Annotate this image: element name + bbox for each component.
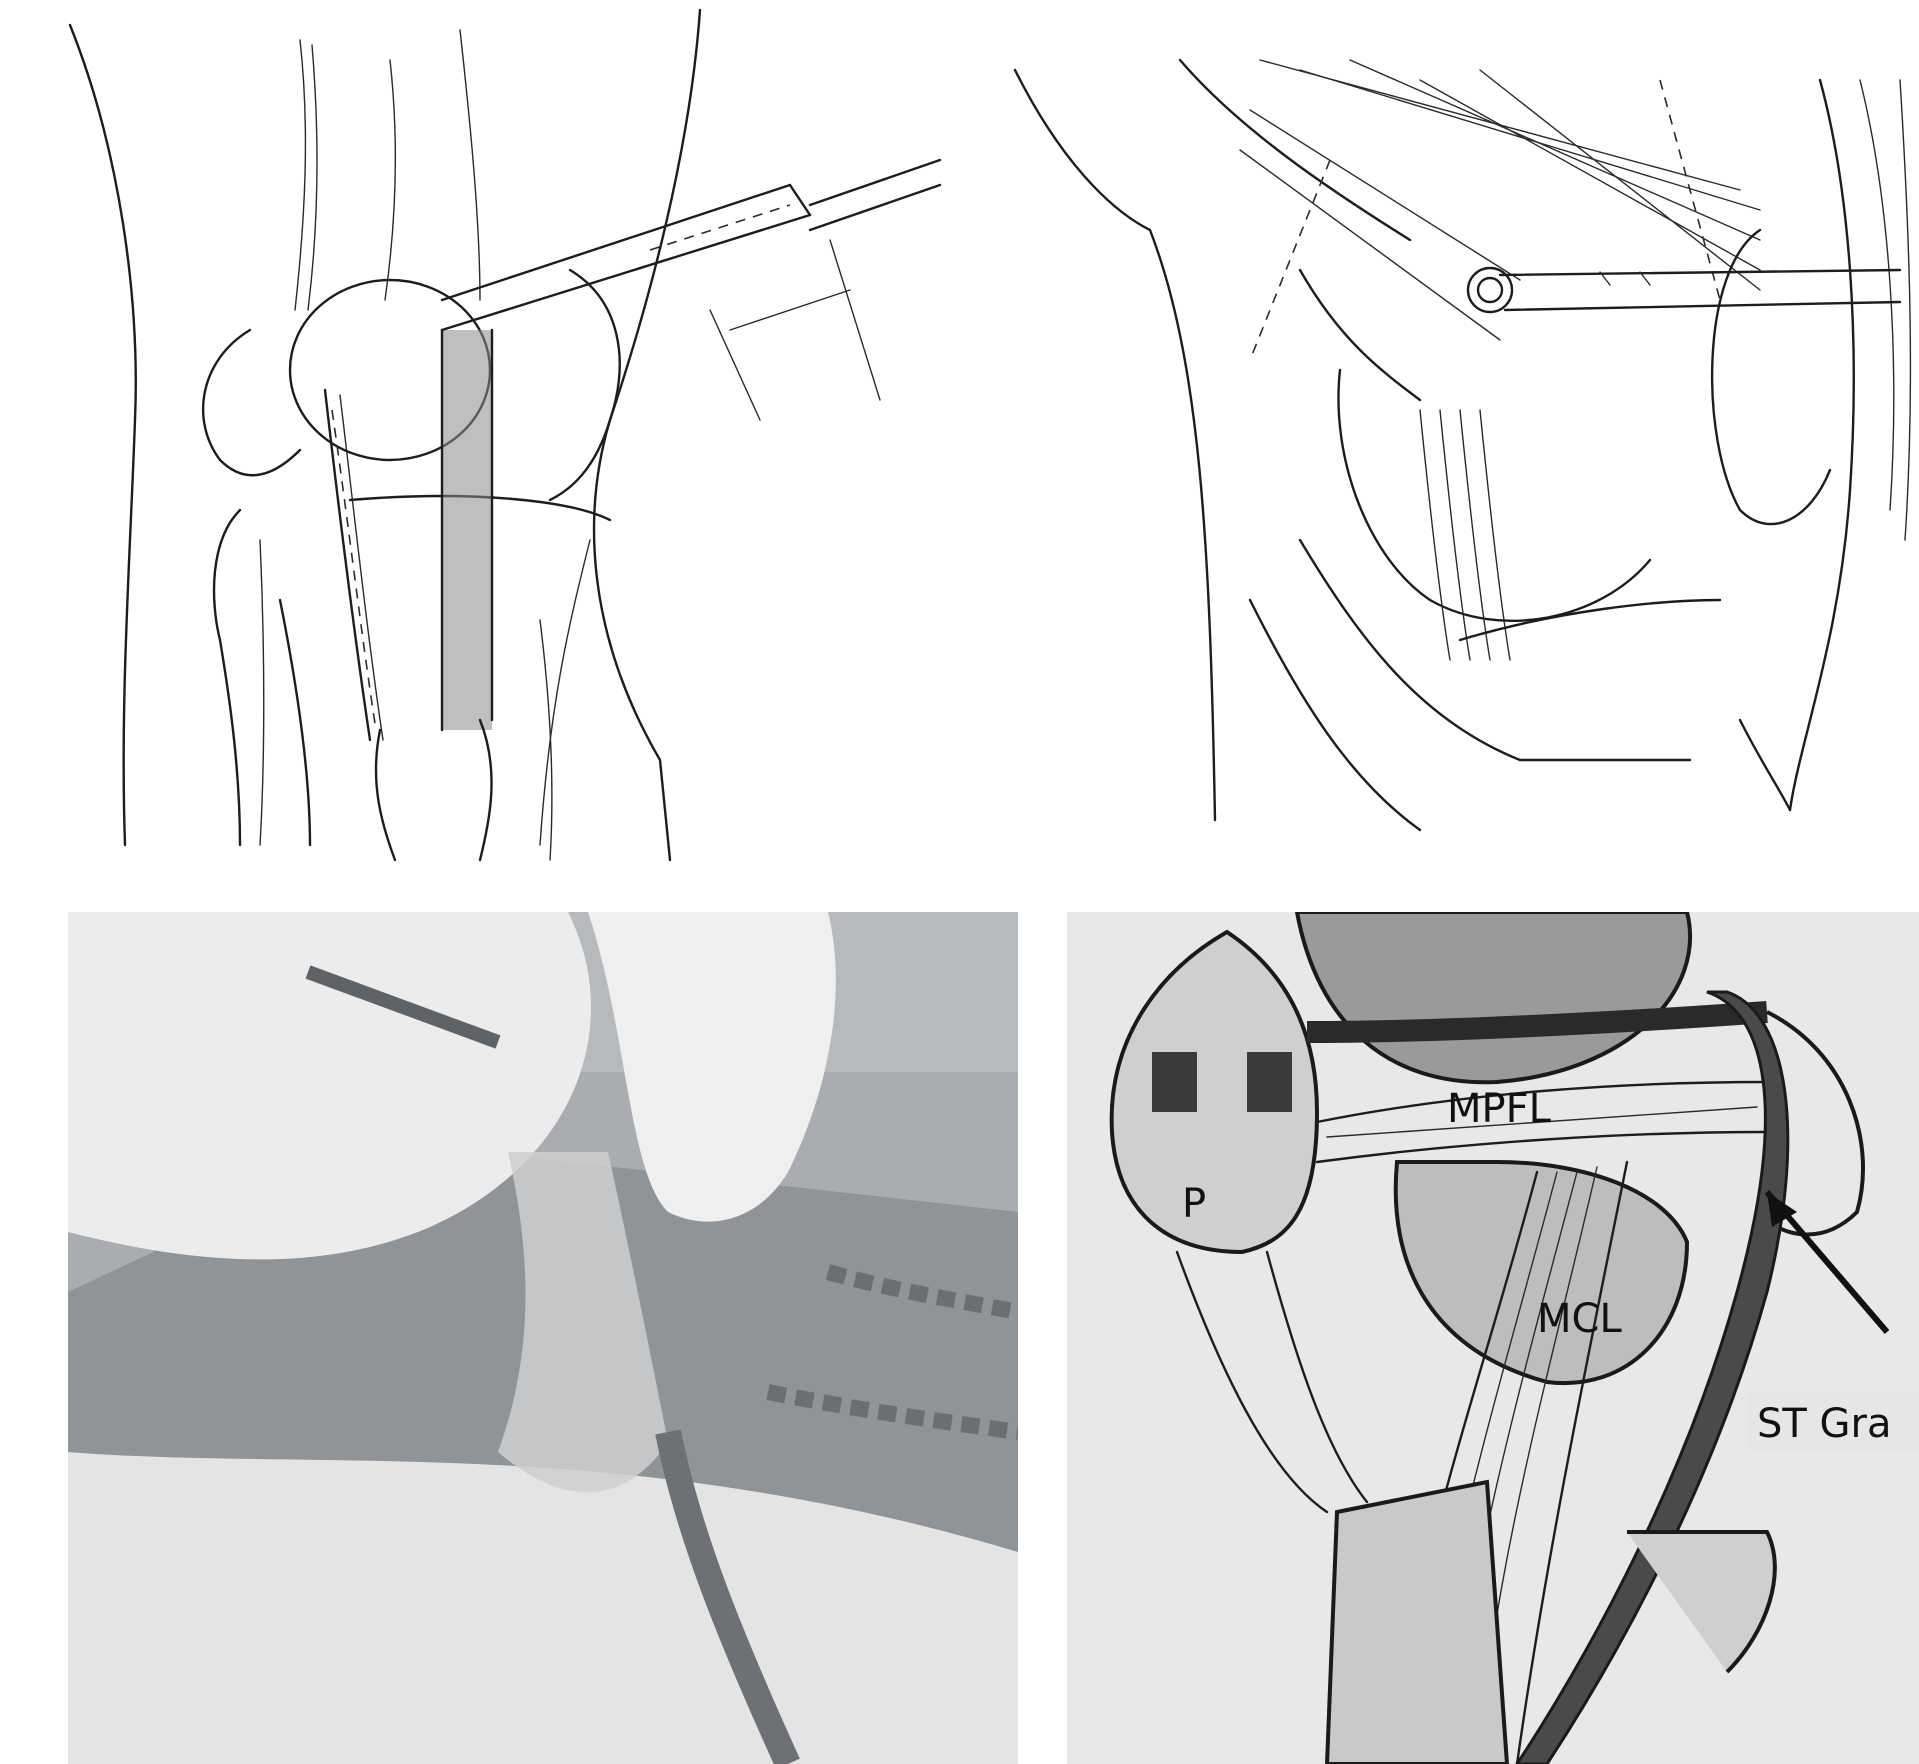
annotated-sketch: MPFL P MCL ST Gra — [1067, 912, 1919, 1764]
surgical-photo — [68, 912, 1018, 1764]
mcl-label: MCL — [1537, 1296, 1622, 1342]
anterior-knee-drawing — [50, 0, 950, 870]
patella-label: P — [1182, 1181, 1206, 1227]
graft-label: ST Gra — [1757, 1401, 1892, 1447]
medial-knee-drawing — [1000, 40, 1919, 840]
mpfl-label: MPFL — [1447, 1086, 1552, 1132]
